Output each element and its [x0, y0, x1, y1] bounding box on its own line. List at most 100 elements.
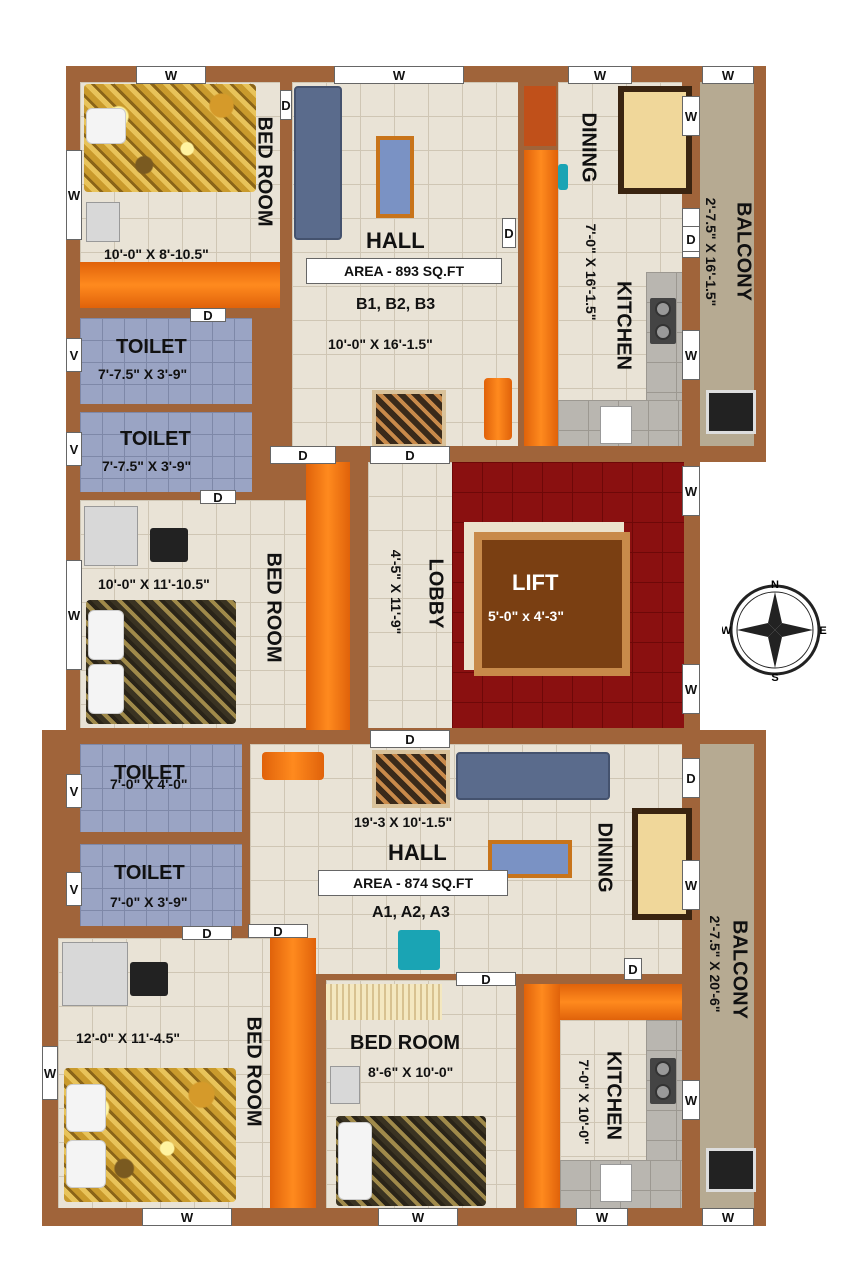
balcony-top-floor [700, 82, 754, 446]
ventilator-tag: V [66, 432, 82, 466]
hall-bottom-chair [262, 752, 324, 780]
window-tag: W [42, 1046, 58, 1100]
door-tag: D [682, 758, 700, 798]
burner-icon [655, 301, 671, 317]
window-tag: W [702, 1208, 754, 1226]
window-tag: W [576, 1208, 628, 1226]
window-tag: W [568, 66, 632, 84]
window-tag: W [334, 66, 464, 84]
burner-icon [655, 1084, 671, 1100]
window-tag: W [142, 1208, 232, 1226]
door-tag: D [280, 90, 292, 120]
hall-bottom-rug [372, 750, 450, 808]
kitchen-top-stove [650, 298, 676, 344]
toilet1-bottom-label: TOILET [114, 762, 185, 784]
burner-icon [655, 1061, 671, 1077]
bedroom2-top-wardrobe [306, 462, 350, 730]
toilet2-bottom-dim: 7'-0" X 3'-9" [110, 894, 188, 910]
door-tag: D [624, 958, 642, 980]
window-tag: W [136, 66, 206, 84]
lift-shaft [474, 532, 630, 676]
compass-rose-icon: N S E W [722, 579, 827, 682]
dining-bottom-label: DINING [593, 822, 616, 893]
toilet1-top-floor [80, 318, 252, 404]
bedroom1-bottom-chair [130, 962, 168, 996]
ventilator-tag: V [66, 338, 82, 372]
dining-top-stool [558, 164, 568, 190]
dining-top-label: DINING [577, 112, 600, 183]
window-tag: W [682, 96, 700, 136]
hall-bottom-units: A1, A2, A3 [372, 904, 450, 921]
lift-label: LIFT [512, 570, 559, 595]
toilet2-top-floor [80, 412, 252, 492]
door-tag: D [370, 730, 450, 748]
door-tag: D [190, 308, 226, 323]
window-tag: W [378, 1208, 458, 1226]
bedroom2-bottom-wardrobe [326, 984, 442, 1020]
compass-s: S [771, 672, 778, 682]
dining-top-cabinet [524, 86, 556, 146]
ventilator-tag: V [66, 872, 82, 906]
bedroom2-top-chair [150, 528, 188, 562]
hall-top-area-tag: AREA - 893 SQ.FT [306, 258, 502, 284]
toilet1-bottom-dim: 7'-0" X 4'-0" [110, 776, 188, 792]
bedroom1-bottom-wardrobe [270, 938, 316, 1208]
bedroom1-desk [86, 202, 120, 242]
toilet2-top-label: TOILET [120, 428, 191, 450]
kitchen-bottom-stove [650, 1058, 676, 1104]
balcony-top-dim: 2'-7.5" X 16'-1.5" [703, 197, 719, 307]
hall-top-units: B1, B2, B3 [356, 296, 436, 313]
bedroom2-bottom-pillow [338, 1122, 372, 1200]
hall-top-dim: 10'-0" X 16'-1.5" [328, 336, 433, 352]
window-tag: W [682, 466, 700, 516]
balcony-top-tv [706, 390, 756, 434]
balcony-bottom-tv [706, 1148, 756, 1192]
compass-n: N [771, 579, 779, 591]
hall-top-chair [484, 378, 512, 440]
hall-top-table [376, 136, 414, 218]
bedroom2-top-dim: 10'-0" X 11'-10.5" [98, 576, 210, 592]
dining-top-table [618, 86, 692, 194]
bedroom2-top-label: BED ROOM [262, 552, 285, 663]
hall-top-rug [372, 390, 446, 448]
kitchen-bottom-label: KITCHEN [602, 1051, 625, 1140]
door-tag: D [682, 226, 700, 252]
ventilator-tag: V [66, 774, 82, 808]
burner-icon [655, 324, 671, 340]
compass-e: E [819, 625, 826, 637]
window-tag: W [702, 66, 754, 84]
bedroom2-top-desk [84, 506, 138, 566]
bedroom2-bottom-label: BED ROOM [350, 1032, 460, 1054]
toilet1-bottom-floor [80, 744, 242, 832]
bedroom1-bottom-pillow [66, 1140, 106, 1188]
bedroom1-bottom-desk [62, 942, 128, 1006]
door-tag: D [502, 218, 516, 248]
hall-top-sofa [294, 86, 342, 240]
door-tag: D [456, 972, 516, 987]
kitchen-bottom-dim: 7'-0" X 10'-0" [576, 1059, 592, 1145]
lobby-label: LOBBY [424, 558, 447, 629]
toilet2-bottom-label: TOILET [114, 862, 185, 884]
toilet2-bottom-floor [80, 844, 242, 926]
lift-dim: 5'-0" x 4'-3" [488, 608, 564, 624]
balcony-bottom-dim: 2'-7.5" X 20'-6" [707, 915, 723, 1013]
bedroom2-bottom-desk [330, 1066, 360, 1104]
bedroom1-bottom-label: BED ROOM [242, 1016, 265, 1127]
bedroom2-top-pillow [88, 664, 124, 714]
door-tag: D [200, 490, 236, 505]
door-tag: D [248, 924, 308, 939]
bedroom1-pillow [86, 108, 126, 144]
dining-top-counter [524, 150, 558, 446]
bedroom1-bottom-dim: 12'-0" X 11'-4.5" [76, 1030, 180, 1046]
hall-bottom-dim: 19'-3 X 10'-1.5" [354, 814, 453, 830]
hall-bottom-ottoman [398, 930, 440, 970]
kitchen-bottom-sink [600, 1164, 632, 1202]
bedroom2-top-pillow [88, 610, 124, 660]
balcony-top-label: BALCONY [732, 202, 755, 301]
window-tag: W [66, 150, 82, 240]
hall-bottom-sofa [456, 752, 610, 800]
door-tag: D [182, 926, 232, 941]
kitchen-bottom-counter-left [524, 984, 560, 1208]
bedroom1-label: BED ROOM [253, 116, 276, 227]
window-tag: W [682, 664, 700, 714]
